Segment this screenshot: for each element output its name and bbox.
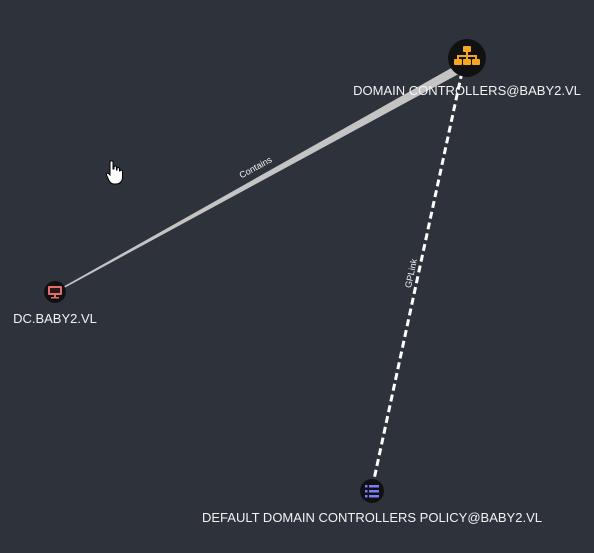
node-default-dc-policy-gpo[interactable]: DEFAULT DOMAIN CONTROLLERS POLICY@BABY2.…: [202, 479, 542, 525]
edge-label-gplink: GPLink: [403, 257, 419, 288]
node-label-gpo: DEFAULT DOMAIN CONTROLLERS POLICY@BABY2.…: [202, 510, 542, 525]
node-dc-computer[interactable]: DC.BABY2.VL: [13, 281, 97, 326]
node-label-ou: DOMAIN CONTROLLERS@BABY2.VL: [353, 83, 581, 98]
sitemap-icon: [454, 46, 480, 65]
edge-gplink[interactable]: GPLink: [371, 71, 464, 485]
node-domain-controllers-ou[interactable]: DOMAIN CONTROLLERS@BABY2.VL: [353, 39, 581, 98]
monitor-icon: [48, 286, 62, 299]
node-label-computer: DC.BABY2.VL: [13, 311, 97, 326]
list-icon: [365, 485, 379, 498]
hand-cursor-icon: [105, 160, 123, 185]
